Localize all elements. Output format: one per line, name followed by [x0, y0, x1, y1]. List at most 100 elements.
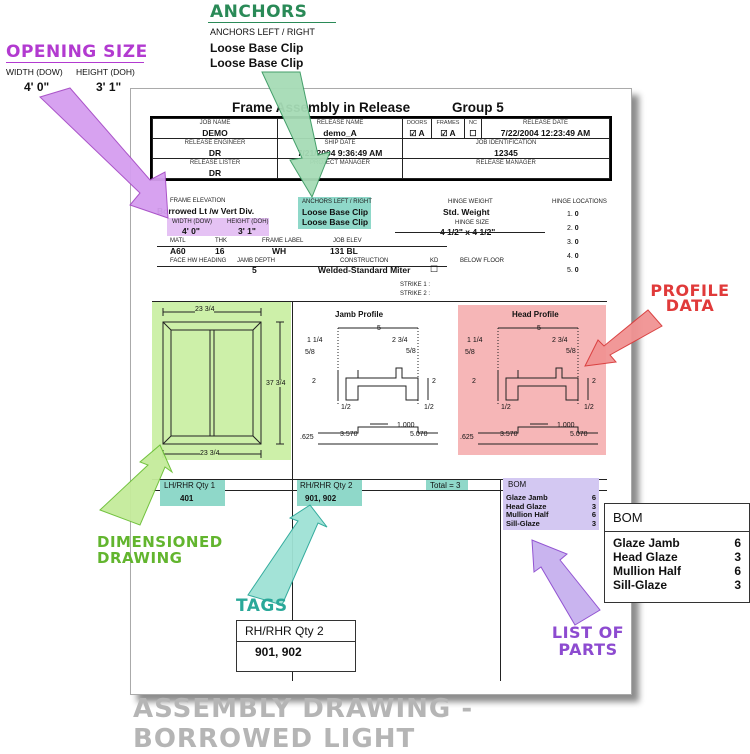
head-dim-1-1-4: 1 1/4 — [467, 337, 483, 344]
jamb-dim-3570: 3.570 — [340, 431, 358, 438]
jamb-dim-1-2-b: 1/2 — [424, 404, 434, 411]
job-elev-value: 131 BL — [330, 246, 358, 256]
release-date-value: 7/22/2004 12:23:49 AM — [481, 127, 610, 139]
tag-rh-highlight — [297, 480, 362, 506]
tag-lh-highlight — [160, 480, 225, 506]
kd-checkbox: ☐ — [430, 264, 439, 274]
head-dim-1-2-b: 1/2 — [584, 404, 594, 411]
jamb-dim-5-8-b: 5/8 — [406, 348, 416, 355]
height-label: HEIGHT (DOH) — [227, 219, 269, 225]
hinge-weight-value: Std. Weight — [443, 207, 490, 217]
thk-value: 16 — [215, 246, 225, 256]
anchors-label: ANCHORS LEFT / RIGHT — [302, 199, 372, 205]
hinge-location-2: 2. 0 — [567, 225, 579, 232]
height-value: 3' 1" — [238, 226, 256, 236]
construction-value: Welded-Standard Miter — [318, 265, 411, 275]
job-id-label: JOB IDENTIFICATION — [402, 138, 610, 147]
head-dim-3570: 3.570 — [500, 431, 518, 438]
frame-elevation-value: Borrowed Lt /w Vert Div. — [157, 206, 255, 216]
tags-callout-value: 901, 902 — [255, 645, 302, 659]
thk-label: THK — [215, 238, 227, 244]
anchors-highlight — [298, 197, 371, 229]
anchor-2-value: Loose Base Clip — [302, 217, 369, 227]
opening-height-value: 3' 1" — [96, 80, 122, 94]
hinge-location-3: 3. 0 — [567, 239, 579, 246]
anchors-callout-title: ANCHORS — [210, 2, 308, 22]
face-hw-label: FACE HW HEADING — [170, 258, 227, 264]
opening-size-highlight — [167, 218, 269, 236]
jamb-dim-625: .625 — [300, 434, 314, 441]
frame-label-value: WH — [272, 246, 287, 256]
jamb-depth-label: JAMB DEPTH — [237, 258, 276, 264]
anchor-1-value: Loose Base Clip — [302, 207, 369, 217]
width-value: 4' 0" — [182, 226, 200, 236]
construction-label: CONSTRUCTION — [340, 258, 389, 264]
side-dimension: 37 3/4 — [266, 380, 286, 387]
profile-data-callout: PROFILE DATA — [650, 281, 730, 315]
anchors-callout-line-2: Loose Base Clip — [210, 56, 304, 70]
tag-lh-label: LH/RHR Qty 1 — [164, 481, 216, 490]
matl-value: A60 — [170, 246, 186, 256]
head-dim-5: 5 — [537, 325, 541, 332]
bom-callout-title: BOM — [605, 504, 749, 532]
hinge-locations-label: HINGE LOCATIONS — [552, 199, 607, 205]
jamb-dim-5: 5 — [377, 325, 381, 332]
top-dimension: 23 3/4 — [195, 306, 215, 313]
tags-callout-label: RH/RHR Qty 2 — [237, 621, 355, 642]
head-dim-2-b: 2 — [592, 378, 596, 385]
kd-label: KD — [430, 258, 439, 264]
jamb-dim-5-8-a: 5/8 — [305, 349, 315, 356]
frame-elevation-label: FRAME ELEVATION — [170, 198, 226, 204]
hinge-locations-list: 1. 0 2. 0 3. 0 4. 0 5. 0 — [567, 208, 579, 278]
sheet-group: Group 5 — [452, 100, 504, 115]
below-floor-label: BELOW FLOOR — [460, 258, 505, 264]
jamb-dim-2-3-4: 2 3/4 — [392, 337, 408, 344]
hinge-size-label: HINGE SIZE — [455, 220, 490, 226]
head-dim-5-8-a: 5/8 — [465, 349, 475, 356]
tag-rh-label: RH/RHR Qty 2 — [300, 481, 353, 490]
jamb-depth-value: 5 — [252, 265, 257, 275]
hinge-location-1: 1. 0 — [567, 211, 579, 218]
width-label: WIDTH (DOW) — [172, 219, 212, 225]
jamb-profile-drawing — [318, 327, 438, 445]
tag-rh-value: 901, 902 — [305, 494, 337, 503]
elevation-drawing — [162, 308, 284, 458]
head-profile-title: Head Profile — [512, 310, 559, 319]
bom-sheet-label: BOM — [508, 480, 527, 489]
jamb-dim-1000: 1.000 — [397, 422, 415, 429]
jamb-dim-2-b: 2 — [432, 378, 436, 385]
opening-height-label: HEIGHT (DOH) — [76, 67, 135, 77]
opening-size-callout-title: OPENING SIZE — [6, 42, 148, 62]
tags-callout-title: TAGS — [236, 596, 288, 616]
head-profile-area — [458, 305, 606, 455]
opening-width-value: 4' 0" — [24, 80, 50, 94]
total-label: Total = 3 — [430, 481, 461, 490]
matl-label: MATL — [170, 238, 186, 244]
hinge-location-5: 5. 0 — [567, 267, 579, 274]
hinge-weight-label: HINGE WEIGHT — [448, 199, 493, 205]
job-id-value: 12345 — [402, 147, 610, 159]
head-dim-5-8-b: 5/8 — [566, 348, 576, 355]
head-dim-625: .625 — [460, 434, 474, 441]
footer-caption: ASSEMBLY DRAWING - BORROWED LIGHT — [133, 694, 474, 754]
tag-lh-value: 401 — [180, 494, 194, 503]
frame-label-label: FRAME LABEL — [262, 238, 304, 244]
head-profile-drawing — [478, 327, 598, 445]
release-manager-label: RELEASE MANAGER — [402, 158, 610, 167]
release-header-table: JOB NAME RELEASE NAME DOORS FRAMES NC RE… — [150, 116, 612, 181]
jamb-profile-title: Jamb Profile — [335, 310, 384, 319]
anchors-callout-line-1: Loose Base Clip — [210, 41, 304, 55]
bottom-dimension: 23 3/4 — [200, 450, 220, 457]
jamb-dim-1-2-a: 1/2 — [341, 404, 351, 411]
total-highlight — [426, 480, 468, 490]
